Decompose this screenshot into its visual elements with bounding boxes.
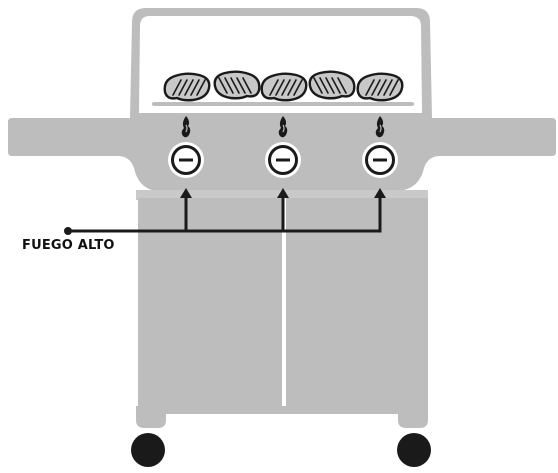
wheel-icon	[131, 433, 165, 467]
grill-lid	[130, 8, 432, 118]
steaks	[165, 72, 403, 101]
fuego-alto-label: FUEGO ALTO	[22, 238, 115, 254]
steak-icon	[215, 72, 260, 99]
steak-icon	[358, 74, 403, 101]
callout-dot	[64, 227, 72, 235]
steak-icon	[310, 72, 355, 99]
knob-icon	[362, 142, 398, 178]
knob-icon	[168, 142, 204, 178]
wheel-icon	[397, 433, 431, 467]
knob-icon	[265, 142, 301, 178]
steak-icon	[262, 74, 307, 101]
grill-grate	[152, 102, 414, 106]
steak-icon	[165, 74, 210, 101]
